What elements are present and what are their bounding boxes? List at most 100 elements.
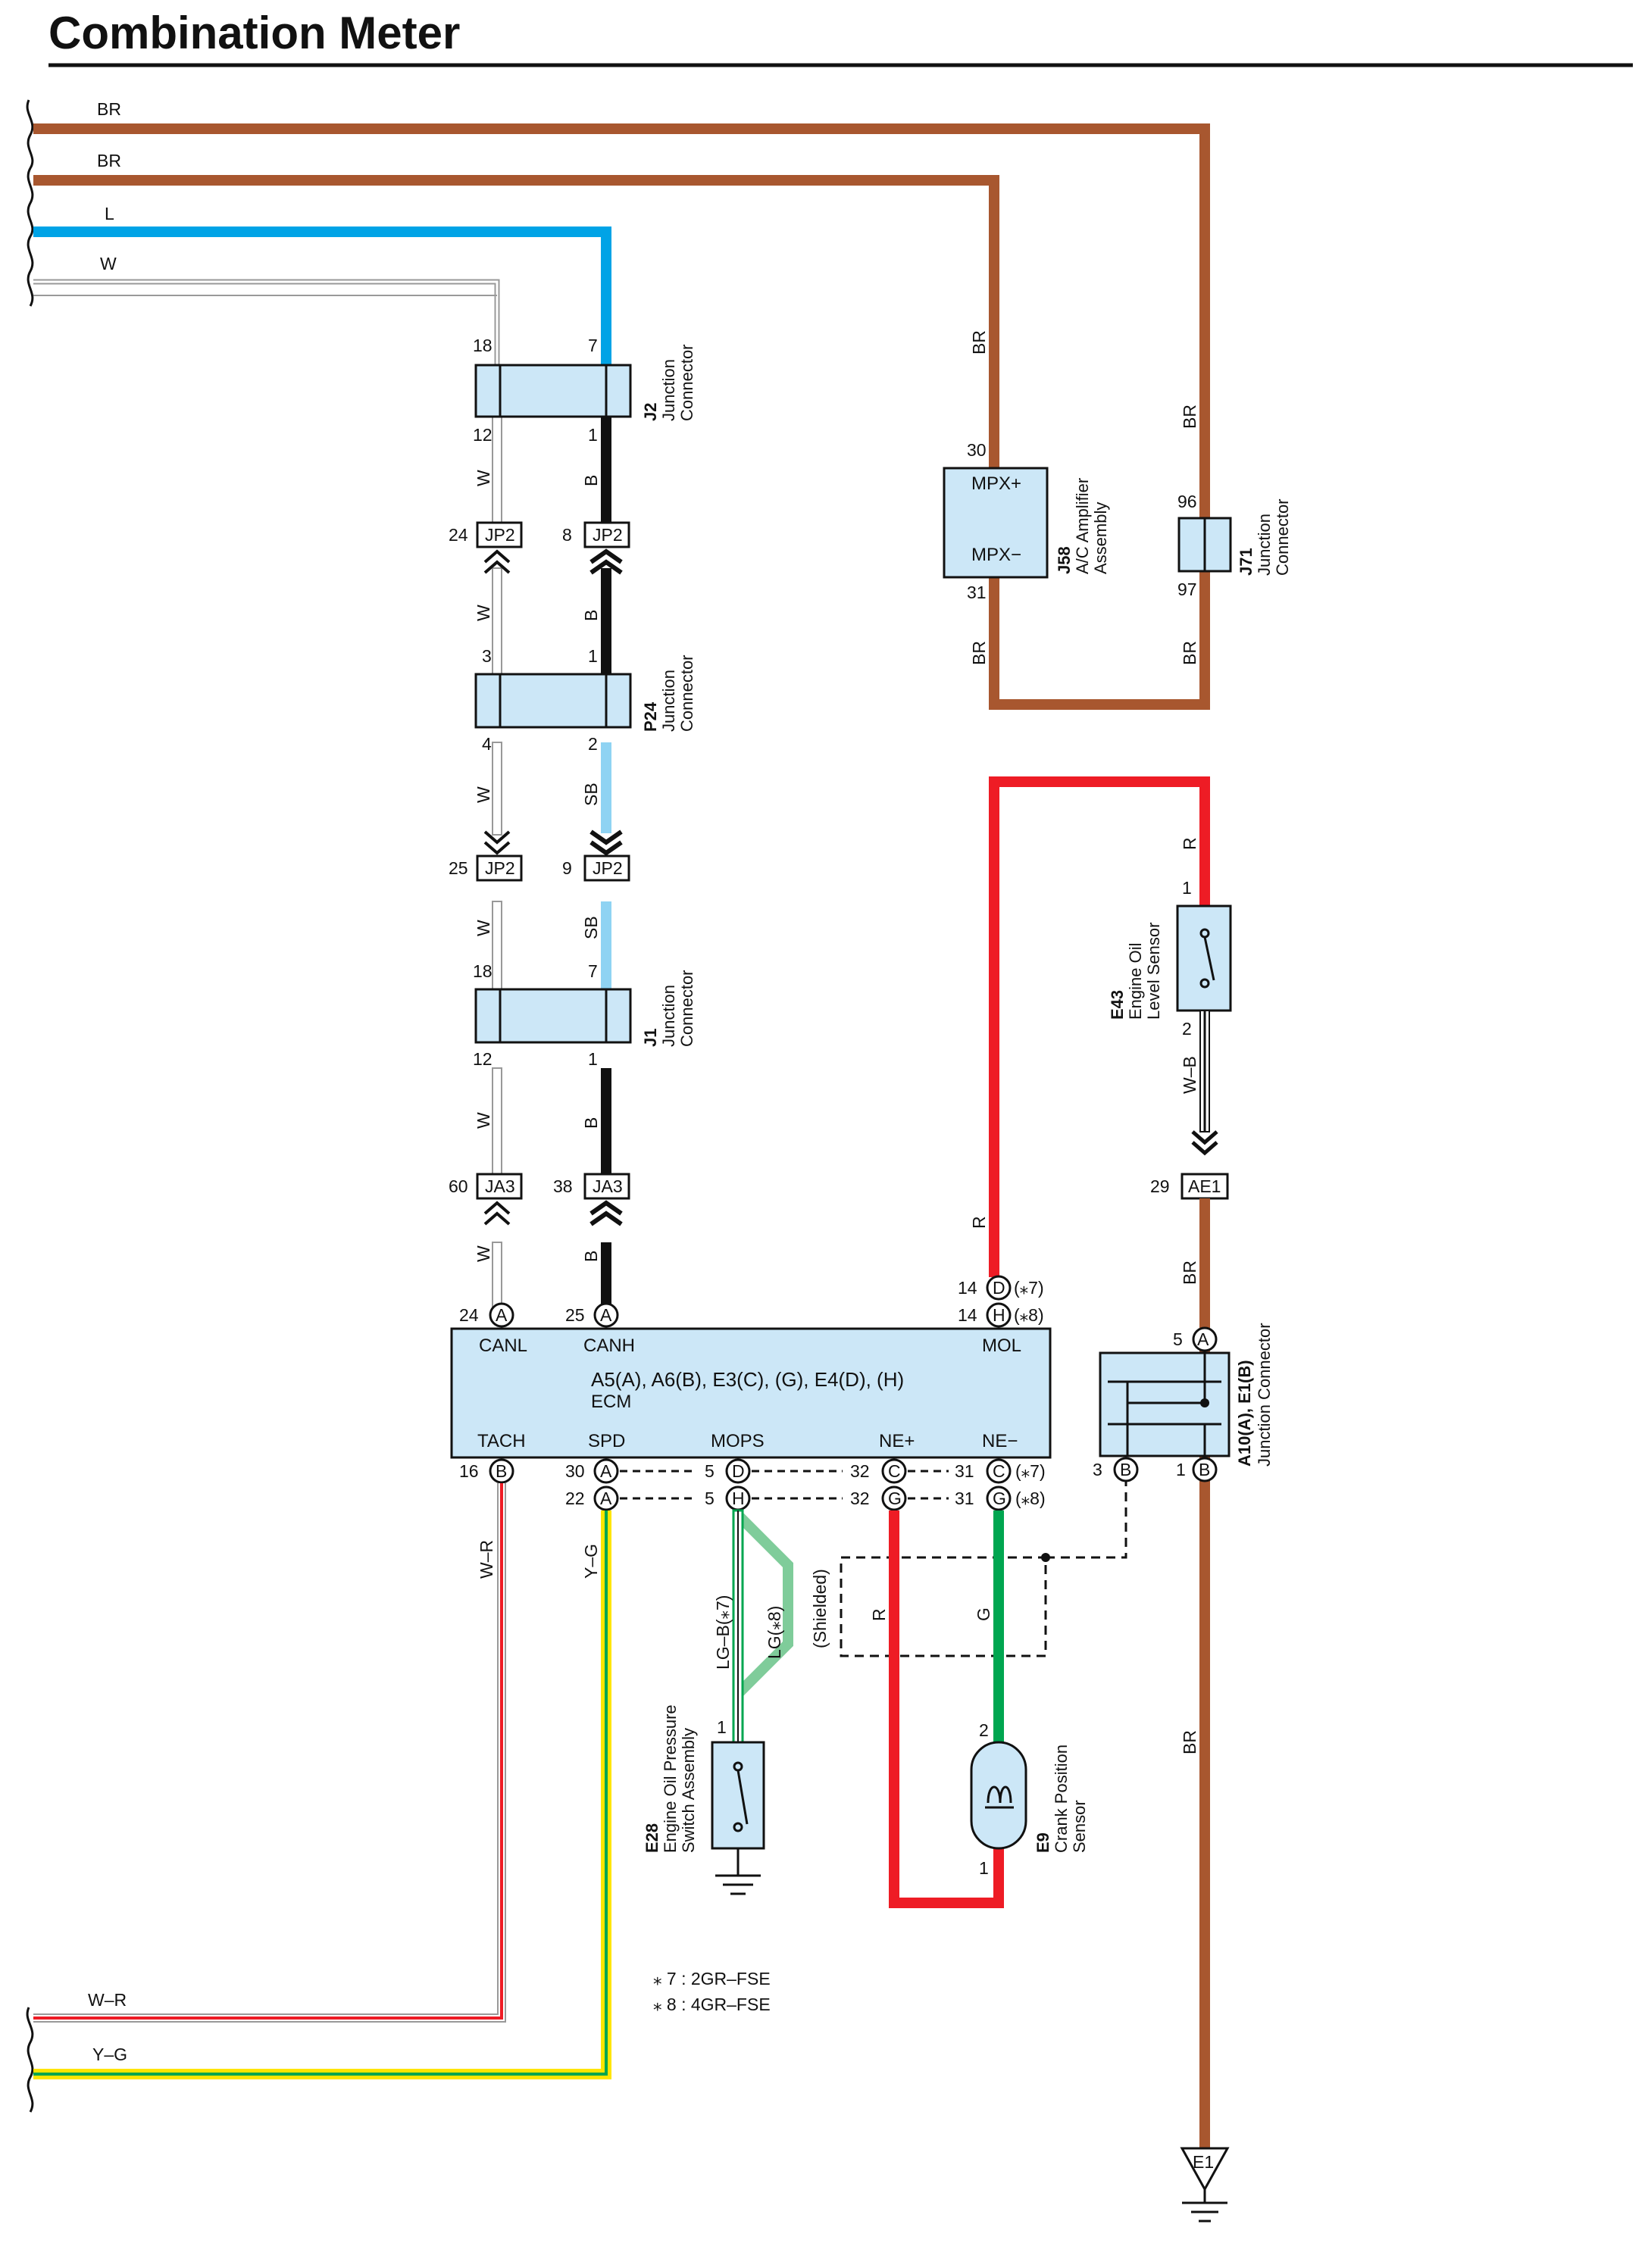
svg-text:(⁎7): (⁎7) (1014, 1278, 1044, 1298)
page-title: Combination Meter (48, 8, 460, 58)
wire-label-l: L (105, 204, 114, 223)
svg-text:1: 1 (717, 1717, 727, 1737)
wire-l (33, 226, 611, 367)
svg-text:Junction: Junction (659, 359, 678, 421)
svg-text:TACH: TACH (477, 1431, 526, 1451)
svg-text:BR: BR (1180, 405, 1199, 429)
svg-text:30: 30 (565, 1461, 585, 1481)
svg-text:Crank Position: Crank Position (1052, 1745, 1071, 1853)
svg-text:24: 24 (449, 525, 468, 545)
svg-text:MOPS: MOPS (711, 1431, 765, 1451)
svg-text:18: 18 (473, 336, 493, 355)
svg-text:22: 22 (565, 1489, 585, 1508)
svg-text:16: 16 (459, 1461, 479, 1481)
svg-text:3: 3 (1093, 1460, 1102, 1479)
svg-text:B: B (1199, 1460, 1210, 1479)
svg-text:1: 1 (588, 425, 598, 445)
svg-text:25: 25 (449, 858, 468, 878)
connector-j71: 96 97 J71 Junction Connector BR BR (1177, 405, 1292, 665)
svg-text:32: 32 (850, 1461, 870, 1481)
svg-text:A: A (600, 1305, 612, 1325)
svg-text:MOL: MOL (982, 1335, 1021, 1356)
component-j58: MPX+ MPX− 30 31 J58 A/C Amplifier Assemb… (943, 330, 1110, 665)
wire-label-r-ne: R (869, 1608, 889, 1621)
wire-label-br-2: BR (97, 151, 121, 170)
svg-text:P24: P24 (641, 701, 660, 732)
svg-text:24: 24 (459, 1305, 479, 1325)
svg-text:1: 1 (1176, 1460, 1186, 1479)
svg-text:B: B (496, 1461, 507, 1481)
svg-text:H: H (732, 1489, 745, 1508)
svg-text:12: 12 (473, 425, 493, 445)
wire-label-br-low: BR (1180, 1730, 1199, 1754)
svg-text:A: A (496, 1305, 508, 1325)
svg-text:Switch Assembly: Switch Assembly (679, 1728, 698, 1853)
svg-text:A: A (600, 1461, 612, 1481)
svg-text:2: 2 (979, 1720, 989, 1740)
svg-text:38: 38 (553, 1176, 573, 1196)
svg-text:(⁎7): (⁎7) (1015, 1461, 1046, 1481)
junction-jp2-upper: JP2 24 JP2 8 (449, 521, 630, 575)
ecm-box: CANL CANH MOL A5(A), A6(B), E3(C), (G), … (450, 1327, 1052, 1459)
wire-label-lg-b: LG–B(⁎7) (713, 1595, 733, 1670)
svg-text:B: B (581, 1117, 601, 1129)
svg-text:NE+: NE+ (879, 1431, 915, 1451)
svg-text:A/C Amplifier: A/C Amplifier (1073, 478, 1092, 574)
svg-text:Junction: Junction (1255, 514, 1274, 576)
svg-text:2: 2 (588, 734, 598, 754)
svg-text:Junction Connector: Junction Connector (1255, 1323, 1274, 1467)
svg-text:14: 14 (958, 1305, 977, 1325)
svg-text:2: 2 (1182, 1019, 1192, 1039)
shield-box (840, 1482, 1127, 1657)
svg-text:⁎ 8 : 4GR–FSE: ⁎ 8 : 4GR–FSE (653, 1995, 771, 2014)
svg-text:31: 31 (955, 1489, 974, 1508)
svg-text:Connector: Connector (677, 654, 696, 732)
svg-text:W: W (474, 786, 493, 803)
svg-text:B: B (581, 610, 601, 621)
svg-text:H: H (993, 1305, 1005, 1325)
wire-r-ne (889, 1510, 1004, 1908)
wire-break-marks (26, 99, 34, 2113)
shield-junction-dot (1041, 1553, 1050, 1562)
ecm-pin-dashes (620, 1470, 949, 1500)
svg-text:Sensor: Sensor (1070, 1800, 1089, 1853)
svg-text:Connector: Connector (677, 970, 696, 1047)
svg-text:B: B (581, 1251, 601, 1262)
svg-text:JA3: JA3 (593, 1176, 623, 1196)
svg-text:JP2: JP2 (485, 525, 515, 545)
wire-w-r (33, 1483, 506, 2023)
svg-text:E9: E9 (1034, 1832, 1052, 1853)
wire-label-w-b: W–B (1180, 1056, 1199, 1094)
wire-label-r-top: R (1180, 837, 1199, 850)
svg-text:G: G (993, 1489, 1006, 1508)
svg-text:A10(A), E1(B): A10(A), E1(B) (1235, 1360, 1254, 1467)
svg-text:G: G (888, 1489, 902, 1508)
svg-text:31: 31 (955, 1461, 974, 1481)
wire-label-y-g: Y–G (92, 2045, 127, 2064)
component-e28-oil-pressure-switch: 1 E28 Engine Oil Pressure Switch Assembl… (643, 1704, 765, 1895)
svg-text:7: 7 (588, 336, 598, 355)
component-e9-crank-position-sensor: 2 1 E9 Crank Position Sensor (970, 1720, 1089, 1878)
svg-text:Engine Oil: Engine Oil (1126, 942, 1145, 1020)
wire-label-lg: LG(⁎8) (765, 1606, 784, 1659)
svg-text:12: 12 (473, 1049, 493, 1069)
svg-text:A: A (600, 1489, 612, 1508)
wire-label-r-ecm: R (969, 1216, 989, 1229)
wire-label-y-g-vert: Y–G (581, 1544, 601, 1579)
svg-text:60: 60 (449, 1176, 468, 1196)
connector-p24: 3 1 4 2 P24 Junction Connector (474, 646, 696, 754)
svg-text:5: 5 (705, 1461, 715, 1481)
wire-label-w-r: W–R (88, 1990, 127, 2010)
svg-text:J71: J71 (1237, 548, 1256, 576)
svg-text:C: C (888, 1461, 901, 1481)
wire-label-w: W (100, 254, 117, 273)
svg-text:BR: BR (1180, 641, 1199, 665)
svg-text:4: 4 (482, 734, 492, 754)
svg-text:1: 1 (1182, 878, 1192, 898)
svg-text:18: 18 (473, 961, 493, 981)
svg-text:96: 96 (1177, 492, 1197, 511)
svg-text:JP2: JP2 (593, 525, 623, 545)
svg-text:32: 32 (850, 1489, 870, 1508)
svg-text:W: W (474, 1112, 493, 1129)
